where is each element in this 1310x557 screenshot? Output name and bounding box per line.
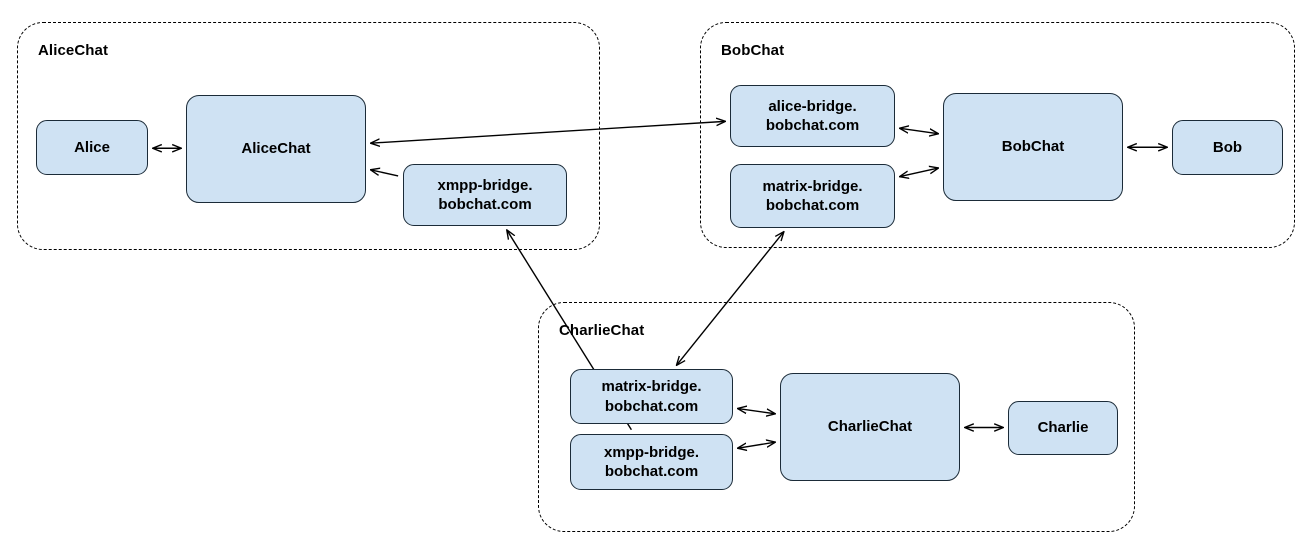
group-alicechat-label: AliceChat — [38, 42, 109, 59]
node-bob-matrix-bridge[interactable]: matrix-bridge. bobchat.com — [730, 164, 895, 228]
node-alicechat[interactable]: AliceChat — [186, 95, 366, 203]
node-bob[interactable]: Bob — [1172, 120, 1283, 175]
node-charlie-matrix-bridge[interactable]: matrix-bridge. bobchat.com — [570, 369, 733, 424]
node-bobchat[interactable]: BobChat — [943, 93, 1123, 201]
group-bobchat-label: BobChat — [721, 42, 785, 59]
node-charlie[interactable]: Charlie — [1008, 401, 1118, 455]
node-bob-alice-bridge[interactable]: alice-bridge. bobchat.com — [730, 85, 895, 147]
node-charliechat[interactable]: CharlieChat — [780, 373, 960, 481]
group-charliechat-label: CharlieChat — [559, 322, 645, 339]
node-charlie-xmpp-bridge[interactable]: xmpp-bridge. bobchat.com — [570, 434, 733, 490]
node-alice-xmpp-bridge[interactable]: xmpp-bridge. bobchat.com — [403, 164, 567, 226]
node-alice[interactable]: Alice — [36, 120, 148, 175]
